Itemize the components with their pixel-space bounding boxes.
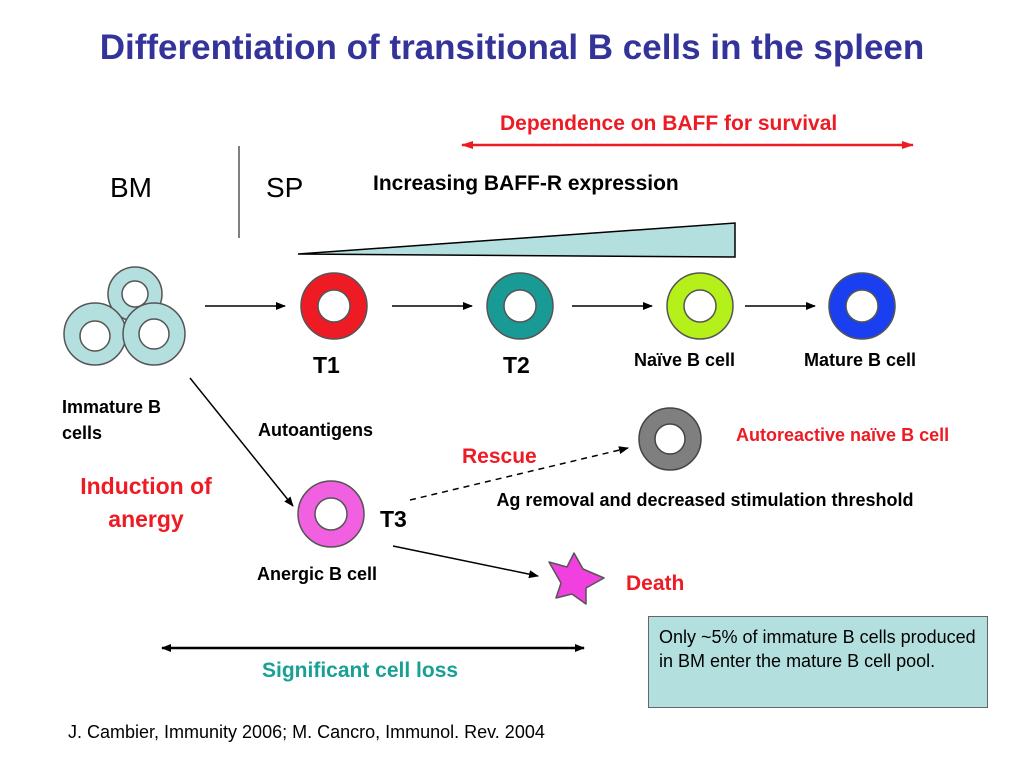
arrow-immature-to-t3 [189,377,294,507]
autoantigens-label: Autoantigens [258,420,373,440]
mature-b-cell [828,272,896,340]
death-label: Death [626,572,685,595]
t3-cell [297,480,365,548]
baff-dependence-label: Dependence on BAFF for survival [500,112,838,135]
baffr-expression-label: Increasing BAFF-R expression [373,172,679,195]
t1-label: T1 [313,352,340,378]
t2-label: T2 [503,352,530,378]
ag-removal-label: Ag removal and decreased stimulation thr… [496,490,914,510]
autoreactive-naive-b-cell [638,407,702,471]
dead-cell-icon [548,552,605,605]
immature-b-cells-label: Immature B cells [62,397,162,443]
autoreactive-cell-label: Autoreactive naïve B cell [736,425,950,445]
slide-title: Differentiation of transitional B cells … [99,28,925,67]
induction-of-anergy-label: Induction of anergy [80,473,212,532]
naive-b-cell [666,272,734,340]
cell-loss-label: Significant cell loss [262,659,459,682]
t2-cell [486,272,554,340]
rescue-arrow [409,446,629,501]
baffr-expression-wedge [297,222,736,258]
sp-label: SP [266,172,304,203]
t1-cell [300,272,368,340]
naive-b-cell-label: Naïve B cell [634,350,736,370]
rescue-label: Rescue [462,445,537,468]
citation: J. Cambier, Immunity 2006; M. Cancro, Im… [68,722,545,742]
death-arrow [392,545,539,579]
t3-label: T3 [380,506,407,532]
mature-b-cell-label: Mature B cell [804,350,917,370]
info-note-box: Only ~5% of immature B cells produced in… [648,616,988,708]
anergic-b-cell-label: Anergic B cell [257,564,378,584]
bm-label: BM [110,172,152,203]
immature-b-cells [63,266,186,366]
